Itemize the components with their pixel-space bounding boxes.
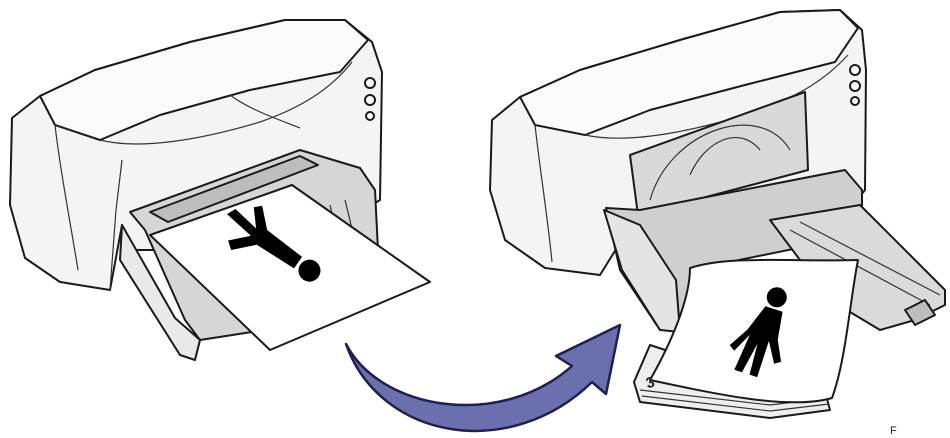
right-printer: 3 [489, 9, 946, 419]
corner-letter: F [890, 425, 897, 437]
person-icon [729, 287, 787, 378]
person-icon [227, 205, 321, 282]
left-printer [9, 19, 431, 361]
curved-arrow-icon [344, 323, 622, 433]
